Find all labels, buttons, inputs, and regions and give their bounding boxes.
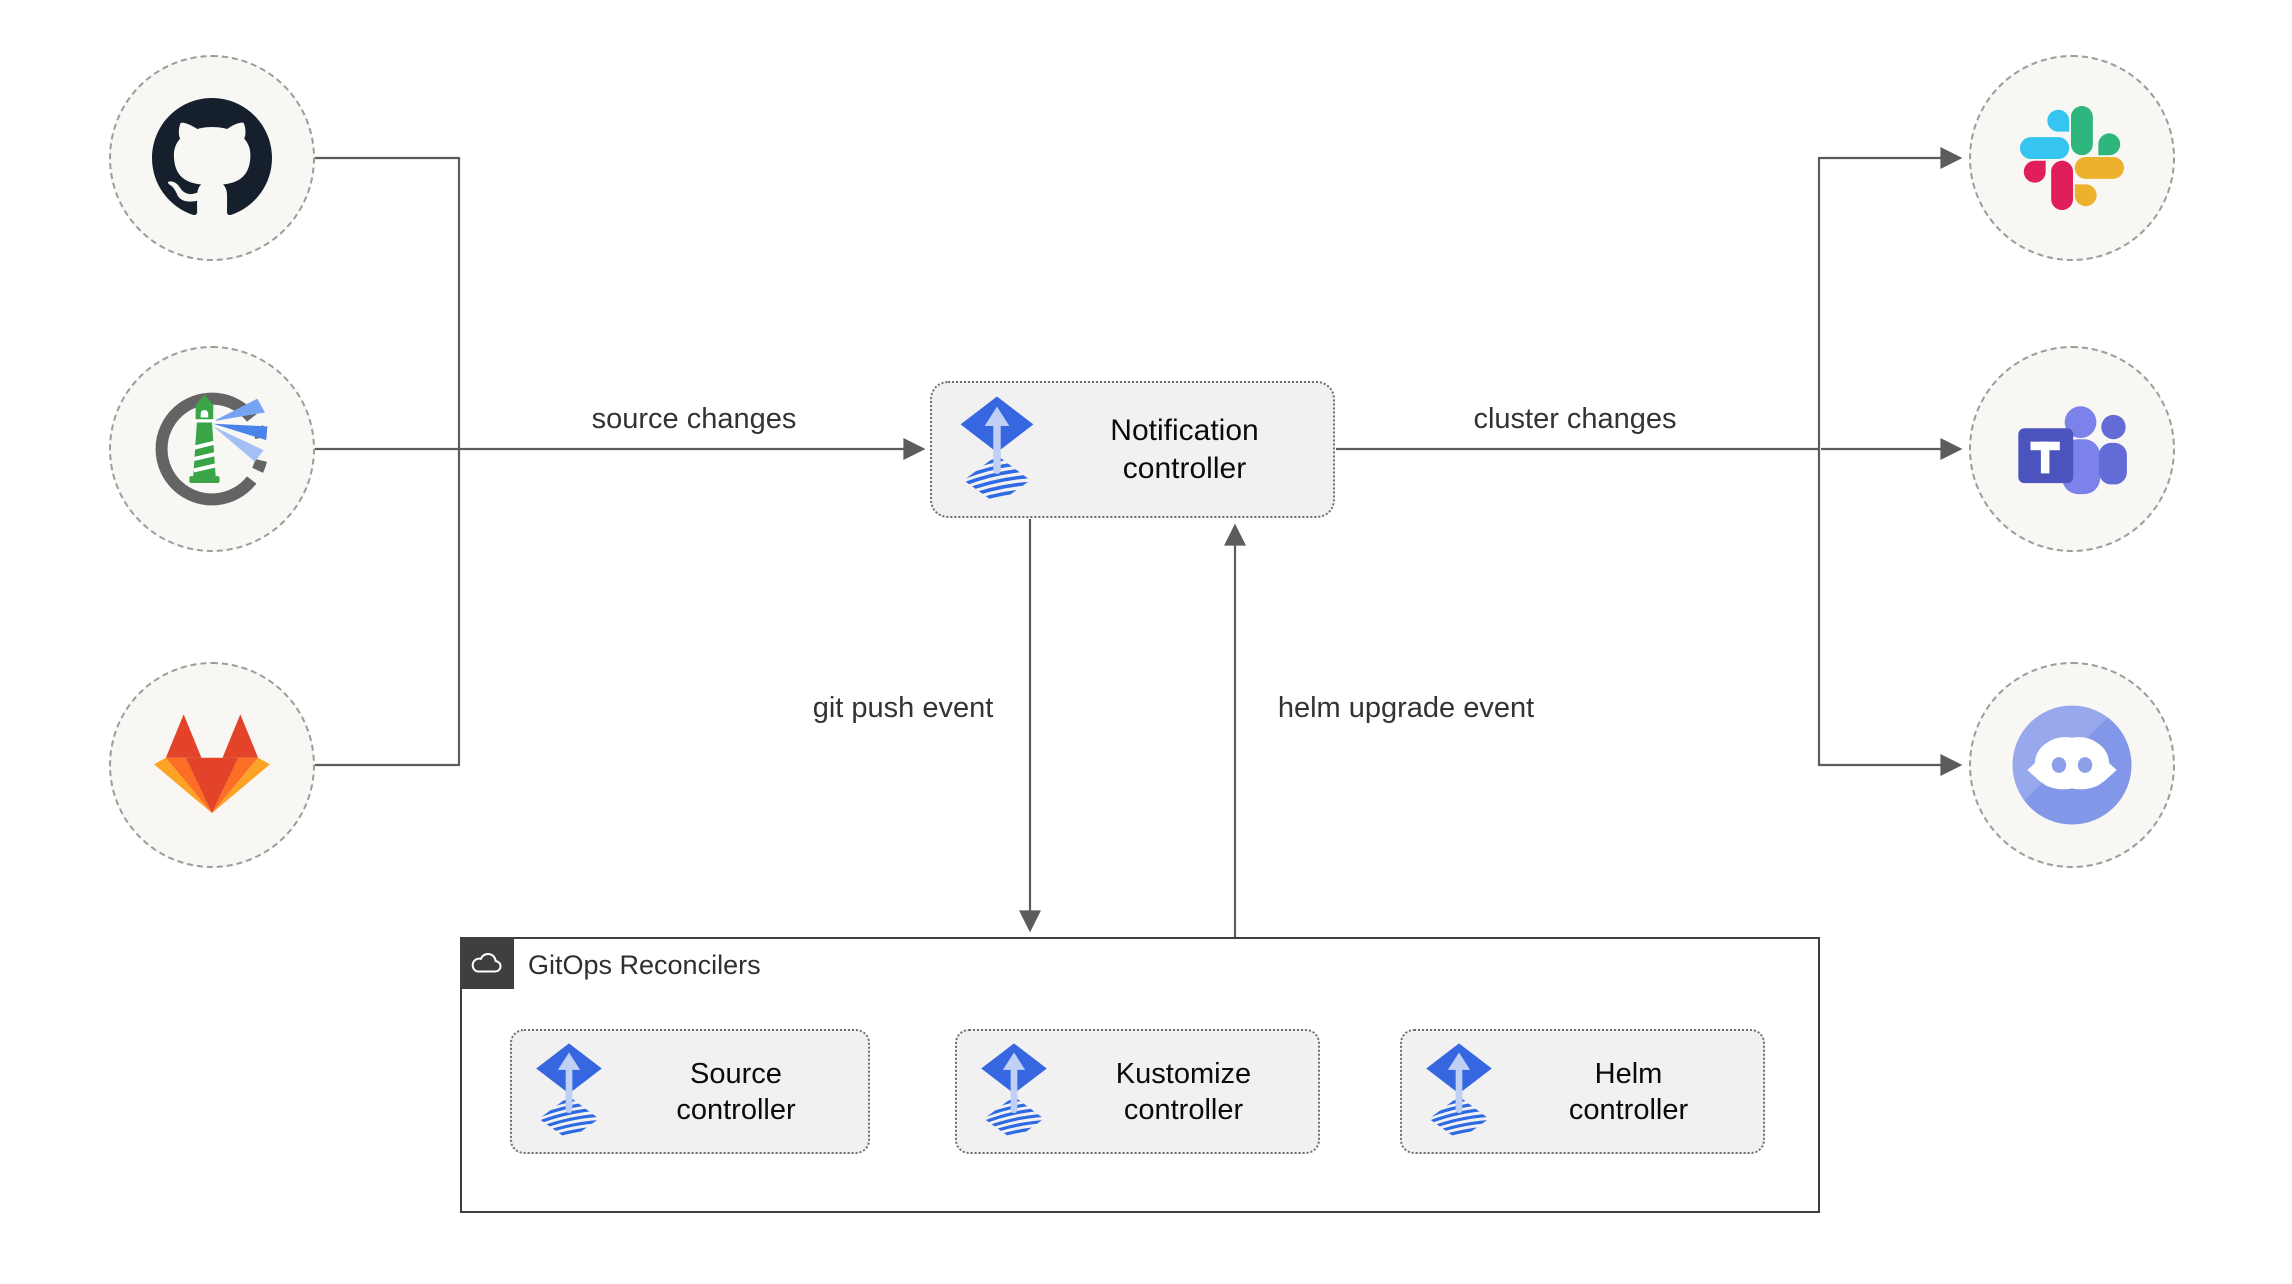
source-controller-label: Source controller — [604, 1056, 868, 1128]
flux-icon — [958, 395, 1036, 505]
target-node-slack — [1969, 55, 2175, 261]
flux-icon — [979, 1042, 1049, 1141]
slack-icon — [2020, 106, 2124, 210]
flux-icon — [534, 1042, 604, 1141]
node-label-line2: controller — [676, 1093, 796, 1126]
gitlab-icon — [146, 709, 278, 821]
kustomize-controller-node: Kustomize controller — [955, 1029, 1320, 1154]
helm-controller-label: Helm controller — [1494, 1056, 1763, 1128]
node-label-line1: Helm — [1594, 1057, 1663, 1090]
node-label-line1: Source — [690, 1057, 782, 1090]
target-node-discord — [1969, 662, 2175, 868]
source-node-harbor — [109, 346, 315, 552]
flux-icon — [1424, 1042, 1494, 1141]
teams-icon — [2011, 394, 2133, 504]
gitops-reconcilers-group: GitOps Reconcilers Source controller Kus… — [460, 937, 1820, 1213]
edge-label-git-push-event: git push event — [812, 692, 994, 724]
source-node-github — [109, 55, 315, 261]
node-label-line1: Kustomize — [1115, 1057, 1252, 1090]
node-label-line2: controller — [1122, 451, 1247, 485]
edge-label-helm-upgrade-event: helm upgrade event — [1277, 692, 1535, 724]
node-label-line2: controller — [1568, 1093, 1689, 1126]
edge-label-cluster-changes: cluster changes — [1473, 403, 1677, 435]
discord-icon — [2010, 703, 2134, 827]
helm-controller-node: Helm controller — [1400, 1029, 1765, 1154]
harbor-icon — [149, 386, 275, 512]
group-title: GitOps Reconcilers — [528, 950, 761, 980]
node-label-line2: controller — [1123, 1093, 1244, 1126]
source-node-gitlab — [109, 662, 315, 868]
cloud-icon — [469, 949, 505, 977]
github-icon — [152, 98, 272, 218]
kustomize-controller-label: Kustomize controller — [1049, 1056, 1318, 1128]
notification-controller-label: Notification controller — [1036, 412, 1333, 488]
node-label-line1: Notification — [1110, 413, 1259, 447]
group-badge — [460, 937, 514, 989]
edge-label-source-changes: source changes — [591, 403, 797, 435]
source-controller-node: Source controller — [510, 1029, 870, 1154]
notification-controller-node: Notification controller — [930, 381, 1335, 518]
target-node-teams — [1969, 346, 2175, 552]
